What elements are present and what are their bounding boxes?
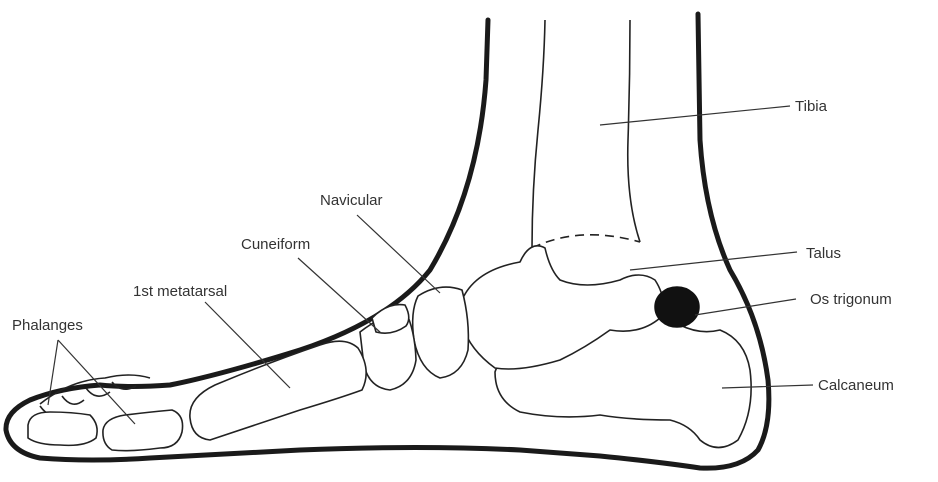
cuneiform-label: Cuneiform [241, 236, 310, 253]
tibia-bone [532, 20, 640, 248]
cuneiform-leader [298, 258, 381, 333]
cuneiform-bone [360, 305, 416, 390]
navicular-bone [413, 287, 469, 378]
navicular-leader [357, 215, 440, 293]
calcaneum-label: Calcaneum [818, 377, 894, 394]
talus-label: Talus [806, 245, 841, 262]
phalanges-leader-b [58, 340, 135, 424]
talus-leader [630, 252, 797, 270]
phalanges-label: Phalanges [12, 317, 83, 334]
navicular-label: Navicular [320, 192, 383, 209]
first-metatarsal-label: 1st metatarsal [133, 283, 227, 300]
os-trigonum-bone [655, 287, 699, 327]
phalanges-bones [28, 410, 183, 451]
os-trigonum-label: Os trigonum [810, 291, 892, 308]
tibia-label: Tibia [795, 98, 828, 115]
